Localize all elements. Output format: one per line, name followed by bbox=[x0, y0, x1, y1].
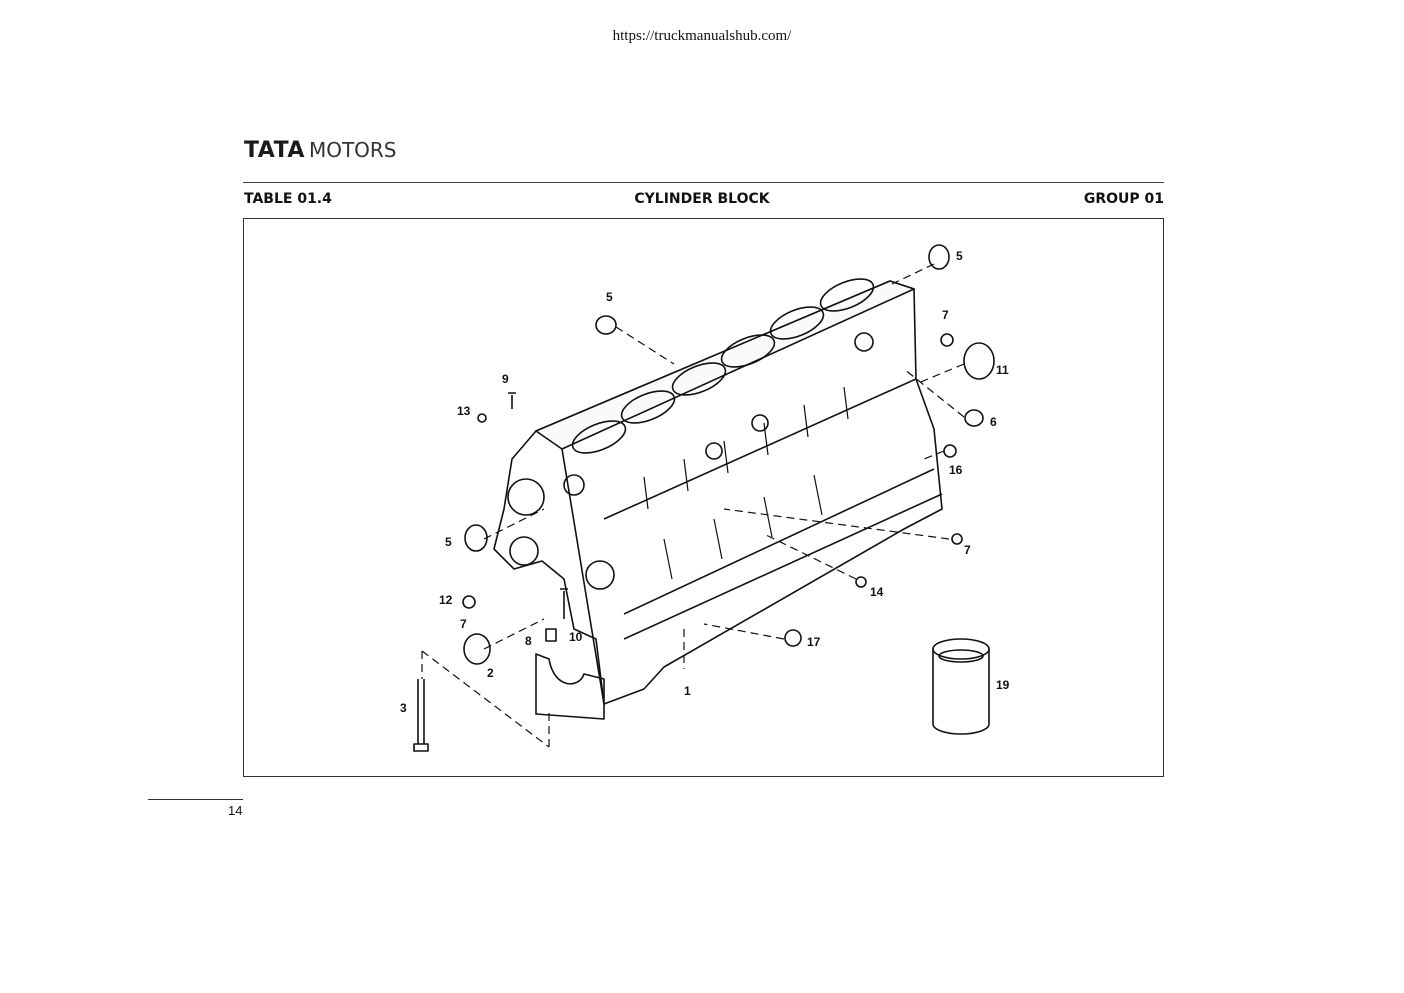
plug-14 bbox=[855, 576, 867, 588]
plug-12 bbox=[462, 595, 476, 609]
callout-label: 7 bbox=[460, 617, 467, 631]
callout-label: 14 bbox=[870, 585, 884, 599]
page-number: 14 bbox=[228, 803, 243, 818]
source-url: https://truckmanualshub.com/ bbox=[612, 28, 792, 44]
plug-16 bbox=[943, 444, 957, 458]
block-side-edge bbox=[561, 448, 605, 705]
group-number: GROUP 01 bbox=[1083, 191, 1164, 207]
dowel-8 bbox=[545, 628, 557, 642]
table-number: TABLE 01.4 bbox=[244, 191, 332, 207]
callout-label: 8 bbox=[525, 634, 532, 648]
header-rule bbox=[243, 182, 1164, 183]
plug-13 bbox=[477, 413, 487, 423]
callout-label: 5 bbox=[445, 535, 452, 549]
o-ring-11 bbox=[963, 342, 995, 380]
block-side-ribs bbox=[643, 386, 849, 580]
plug-7-upper bbox=[940, 333, 954, 347]
footer-rule bbox=[148, 799, 243, 800]
cylinder-block-exploded-diagram: 5 5 7 11 6 16 7 9 13 5 12 7 8 10 14 17 2… bbox=[400, 244, 1010, 752]
front-face-openings bbox=[507, 332, 874, 590]
bolt-3 bbox=[413, 679, 429, 752]
callout-label: 10 bbox=[569, 630, 583, 644]
cylinder-block-body bbox=[493, 280, 943, 705]
expansion-plug-top-right bbox=[928, 244, 950, 270]
diagram-frame: 5 5 7 11 6 16 7 9 13 5 12 7 8 10 14 17 2… bbox=[243, 218, 1164, 777]
callout-label: 9 bbox=[502, 372, 509, 386]
callout-label: 13 bbox=[457, 404, 471, 418]
main-bearing-cap bbox=[535, 653, 605, 720]
callout-label: 5 bbox=[606, 290, 613, 304]
callout-label: 17 bbox=[807, 635, 821, 649]
seal-ring-5-front bbox=[464, 524, 488, 552]
block-lower-rail bbox=[603, 378, 917, 520]
plug-6 bbox=[964, 409, 984, 427]
screw-10 bbox=[560, 588, 568, 619]
block-sump-flange bbox=[623, 493, 943, 640]
pin-9 bbox=[508, 392, 516, 409]
callout-label: 7 bbox=[942, 308, 949, 322]
plug-17 bbox=[784, 629, 802, 647]
callout-label: 11 bbox=[996, 363, 1009, 377]
plug-7-lower bbox=[951, 533, 963, 545]
sleeve-2 bbox=[463, 633, 491, 665]
callout-label: 19 bbox=[996, 678, 1010, 692]
callout-label: 1 bbox=[684, 684, 691, 698]
logo-suffix: MOTORS bbox=[308, 138, 397, 162]
cylinder-bores bbox=[571, 278, 875, 454]
expansion-plug-top-left bbox=[595, 315, 617, 335]
page-title: CYLINDER BLOCK bbox=[634, 191, 770, 207]
callout-label: 12 bbox=[439, 593, 453, 607]
cylinder-liner-19 bbox=[932, 638, 990, 735]
logo-brand: TATA bbox=[244, 138, 305, 163]
callout-label: 3 bbox=[400, 701, 407, 715]
callout-label: 6 bbox=[990, 415, 997, 429]
callout-label: 16 bbox=[949, 463, 963, 477]
callout-label: 5 bbox=[956, 249, 963, 263]
callout-label: 2 bbox=[487, 666, 494, 680]
callout-labels: 5 5 7 11 6 16 7 9 13 5 12 7 8 10 14 17 2… bbox=[400, 249, 1010, 715]
callout-label: 7 bbox=[964, 543, 971, 557]
